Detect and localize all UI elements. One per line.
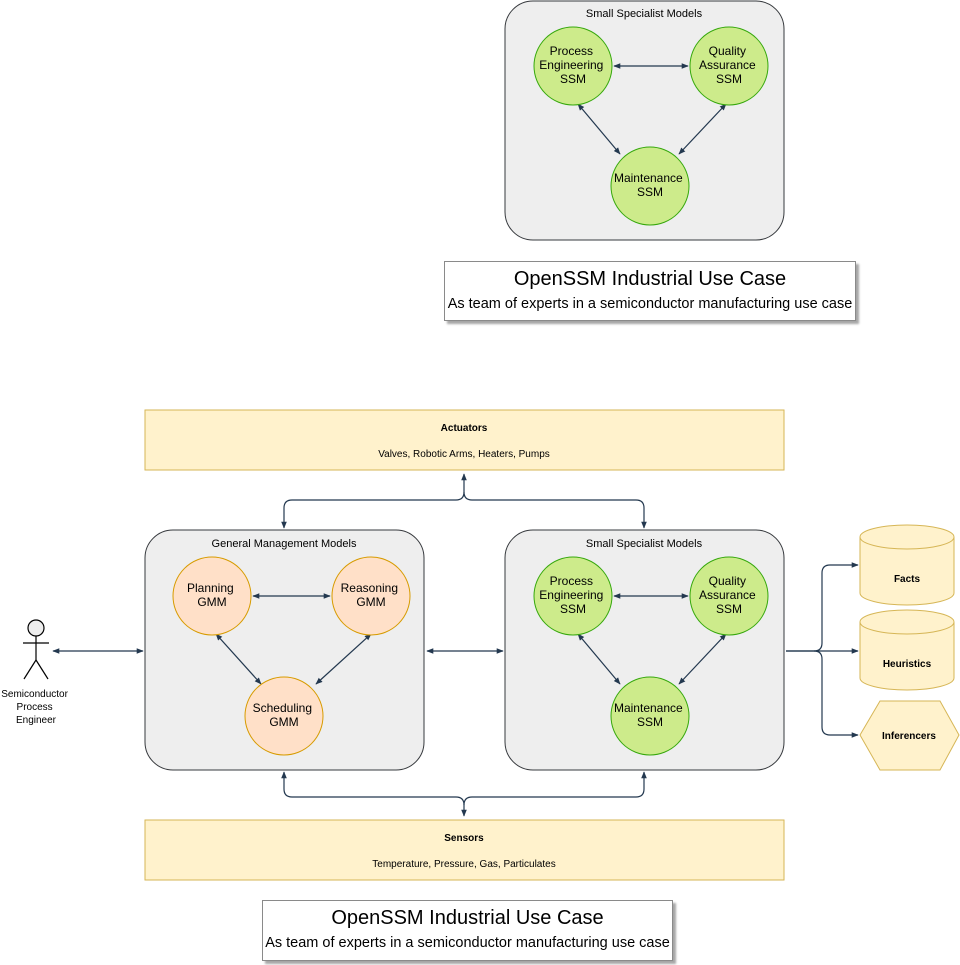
top-node-process-engineering-label: Process Engineering SSM: [539, 44, 606, 86]
heuristics-label: Heuristics: [883, 659, 932, 670]
gmm-node-reasoning-label: Reasoning GMM: [341, 581, 402, 609]
gmm-node-scheduling[interactable]: [244, 676, 324, 756]
gmm-node-planning[interactable]: [172, 556, 252, 636]
ssm-node-process-engineering-label: Process Engineering SSM: [539, 574, 606, 616]
ssm-edge-quality-maintenance: [678, 633, 727, 685]
bottom-caption-box: OpenSSM Industrial Use Case As team of e…: [262, 900, 673, 961]
edge-ssm-inferencers: [813, 650, 859, 738]
gmm-node-reasoning[interactable]: [331, 556, 411, 636]
ssm-node-maintenance-label: Maintenance SSM: [614, 701, 686, 729]
top-node-process-engineering-ssm[interactable]: [533, 26, 613, 106]
top-caption-subtitle: As team of experts in a semiconductor ma…: [447, 296, 853, 312]
ssm-edge-process-maintenance: [577, 633, 621, 685]
inferencers-label: Inferencers: [882, 731, 936, 742]
top-node-quality-assurance-label: Quality Assurance SSM: [699, 44, 759, 86]
top-edge-process-maintenance: [577, 103, 621, 155]
actuators-box[interactable]: [144, 409, 785, 471]
top-caption-title: OpenSSM Industrial Use Case: [513, 268, 787, 290]
gmm-edge-reasoning-scheduling: [315, 633, 372, 685]
actuators-title: Actuators: [441, 423, 488, 434]
ssm-node-process-engineering[interactable]: [533, 556, 613, 636]
bottom-caption-title: OpenSSM Industrial Use Case: [331, 907, 604, 929]
bottom-caption-subtitle: As team of experts in a semiconductor ma…: [265, 935, 670, 951]
sensors-title: Sensors: [444, 833, 484, 844]
engineer-actor-label: Semiconductor Process Engineer: [1, 689, 70, 726]
sensors-items: Temperature, Pressure, Gas, Particulates: [372, 859, 555, 870]
top-node-quality-assurance-ssm[interactable]: [689, 26, 769, 106]
ssm-node-quality-assurance-label: Quality Assurance SSM: [699, 574, 759, 616]
ssm-group-title: Small Specialist Models: [586, 538, 703, 550]
top-ssm-group-title: Small Specialist Models: [586, 8, 703, 20]
edge-sensors-gmm: [281, 771, 467, 817]
top-node-maintenance-ssm[interactable]: [610, 146, 690, 226]
gmm-node-planning-label: Planning GMM: [187, 581, 237, 609]
gmm-group-title: General Management Models: [212, 538, 357, 550]
top-edge-quality-maintenance: [678, 103, 727, 155]
actuators-items: Valves, Robotic Arms, Heaters, Pumps: [378, 449, 550, 460]
facts-database-icon[interactable]: [859, 524, 955, 606]
ssm-node-maintenance[interactable]: [610, 676, 690, 756]
gmm-node-scheduling-label: Scheduling GMM: [253, 701, 316, 729]
inferencers-hexagon-icon[interactable]: [859, 700, 960, 771]
edge-actuators-ssm: [463, 491, 647, 529]
ssm-node-quality-assurance[interactable]: [689, 556, 769, 636]
gmm-edge-planning-scheduling: [215, 633, 262, 685]
heuristics-database-icon[interactable]: [859, 609, 955, 691]
top-node-maintenance-label: Maintenance SSM: [614, 171, 686, 199]
edge-sensors-ssm: [463, 771, 647, 806]
top-caption-box: OpenSSM Industrial Use Case As team of e…: [444, 261, 856, 321]
engineer-actor-icon[interactable]: [23, 619, 49, 680]
sensors-box[interactable]: [144, 819, 785, 881]
edge-actuators-gmm: [281, 473, 467, 529]
facts-label: Facts: [894, 574, 921, 585]
edge-ssm-facts: [786, 562, 859, 652]
